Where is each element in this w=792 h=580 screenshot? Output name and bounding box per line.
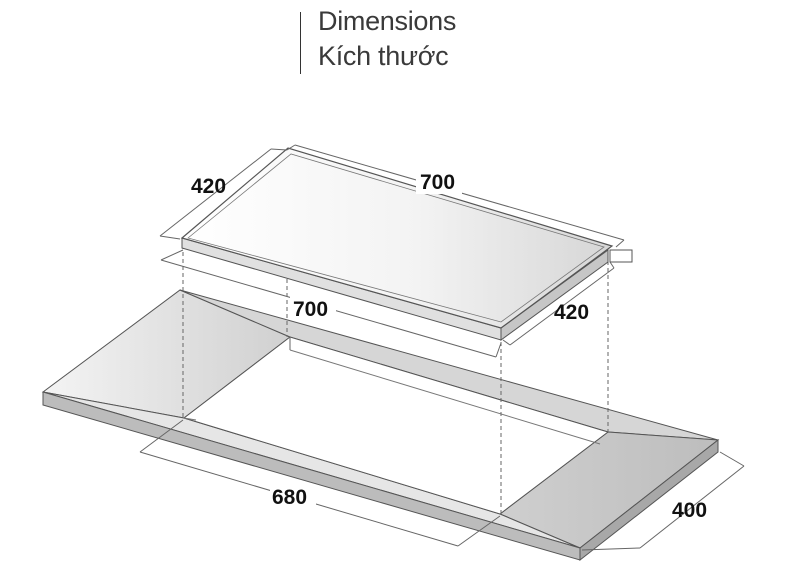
cooktop-cable — [609, 249, 633, 263]
dim-label-counter-depth: 400 — [672, 499, 707, 522]
header-divider — [300, 12, 301, 74]
dim-label-hob-depth: 420 — [191, 175, 226, 198]
cooktop — [180, 147, 633, 341]
cooktop-glass-rim — [187, 153, 605, 323]
countertop — [41, 289, 720, 562]
dim-label-cutout-width: 700 — [293, 298, 328, 321]
dim-label-counter-width: 680 — [272, 486, 307, 509]
title-vietnamese: Kích thước — [318, 41, 449, 71]
dim-label-cutout-depth: 420 — [554, 301, 589, 324]
title-english: Dimensions — [318, 6, 457, 36]
dim-label-hob-width: 700 — [420, 171, 455, 194]
label-backgrounds — [270, 170, 462, 509]
countertop-edge-right — [579, 438, 719, 562]
cooktop-glass — [180, 147, 614, 329]
